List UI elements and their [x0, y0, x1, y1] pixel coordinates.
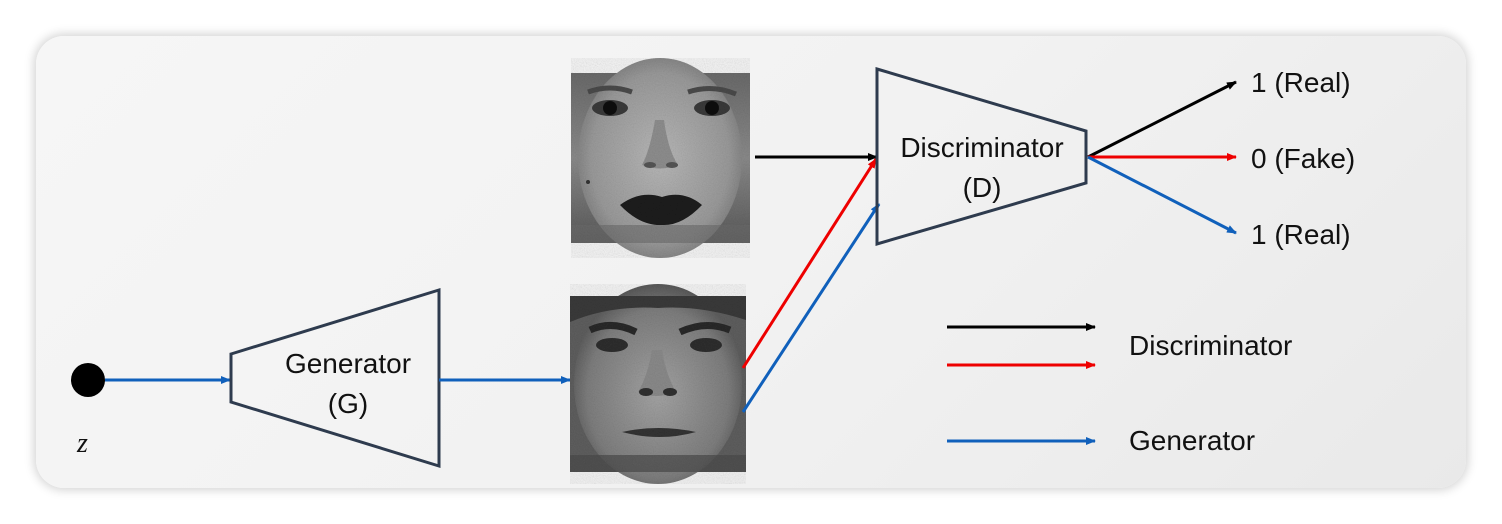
output-real-bottom-label: 1 (Real): [1251, 219, 1351, 250]
discriminator-label: Discriminator: [900, 132, 1063, 163]
legend-generator-label: Generator: [1129, 425, 1255, 456]
arrow-fake-image-to-discriminator-red: [741, 158, 878, 369]
generator-sublabel: (G): [328, 388, 368, 419]
discriminator-sublabel: (D): [963, 172, 1002, 203]
arrow-output-real-top: [1087, 80, 1237, 159]
generator-block: [229, 287, 441, 469]
output-fake-label: 0 (Fake): [1251, 143, 1355, 174]
arrow-fake-image-to-discriminator-blue: [741, 203, 881, 413]
legend: Discriminator Generator: [947, 323, 1292, 456]
real-face-image: [571, 58, 750, 258]
latent-input-label: z: [76, 428, 88, 459]
output-real-top-label: 1 (Real): [1251, 67, 1351, 98]
generator-label: Generator: [285, 348, 411, 379]
latent-input-node: [71, 363, 105, 397]
generated-face-image: [570, 284, 746, 484]
legend-discriminator-label: Discriminator: [1129, 330, 1292, 361]
arrow-output-real-bottom: [1087, 155, 1237, 235]
discriminator-block: [875, 66, 1088, 247]
diagram-panel: [36, 36, 1466, 488]
